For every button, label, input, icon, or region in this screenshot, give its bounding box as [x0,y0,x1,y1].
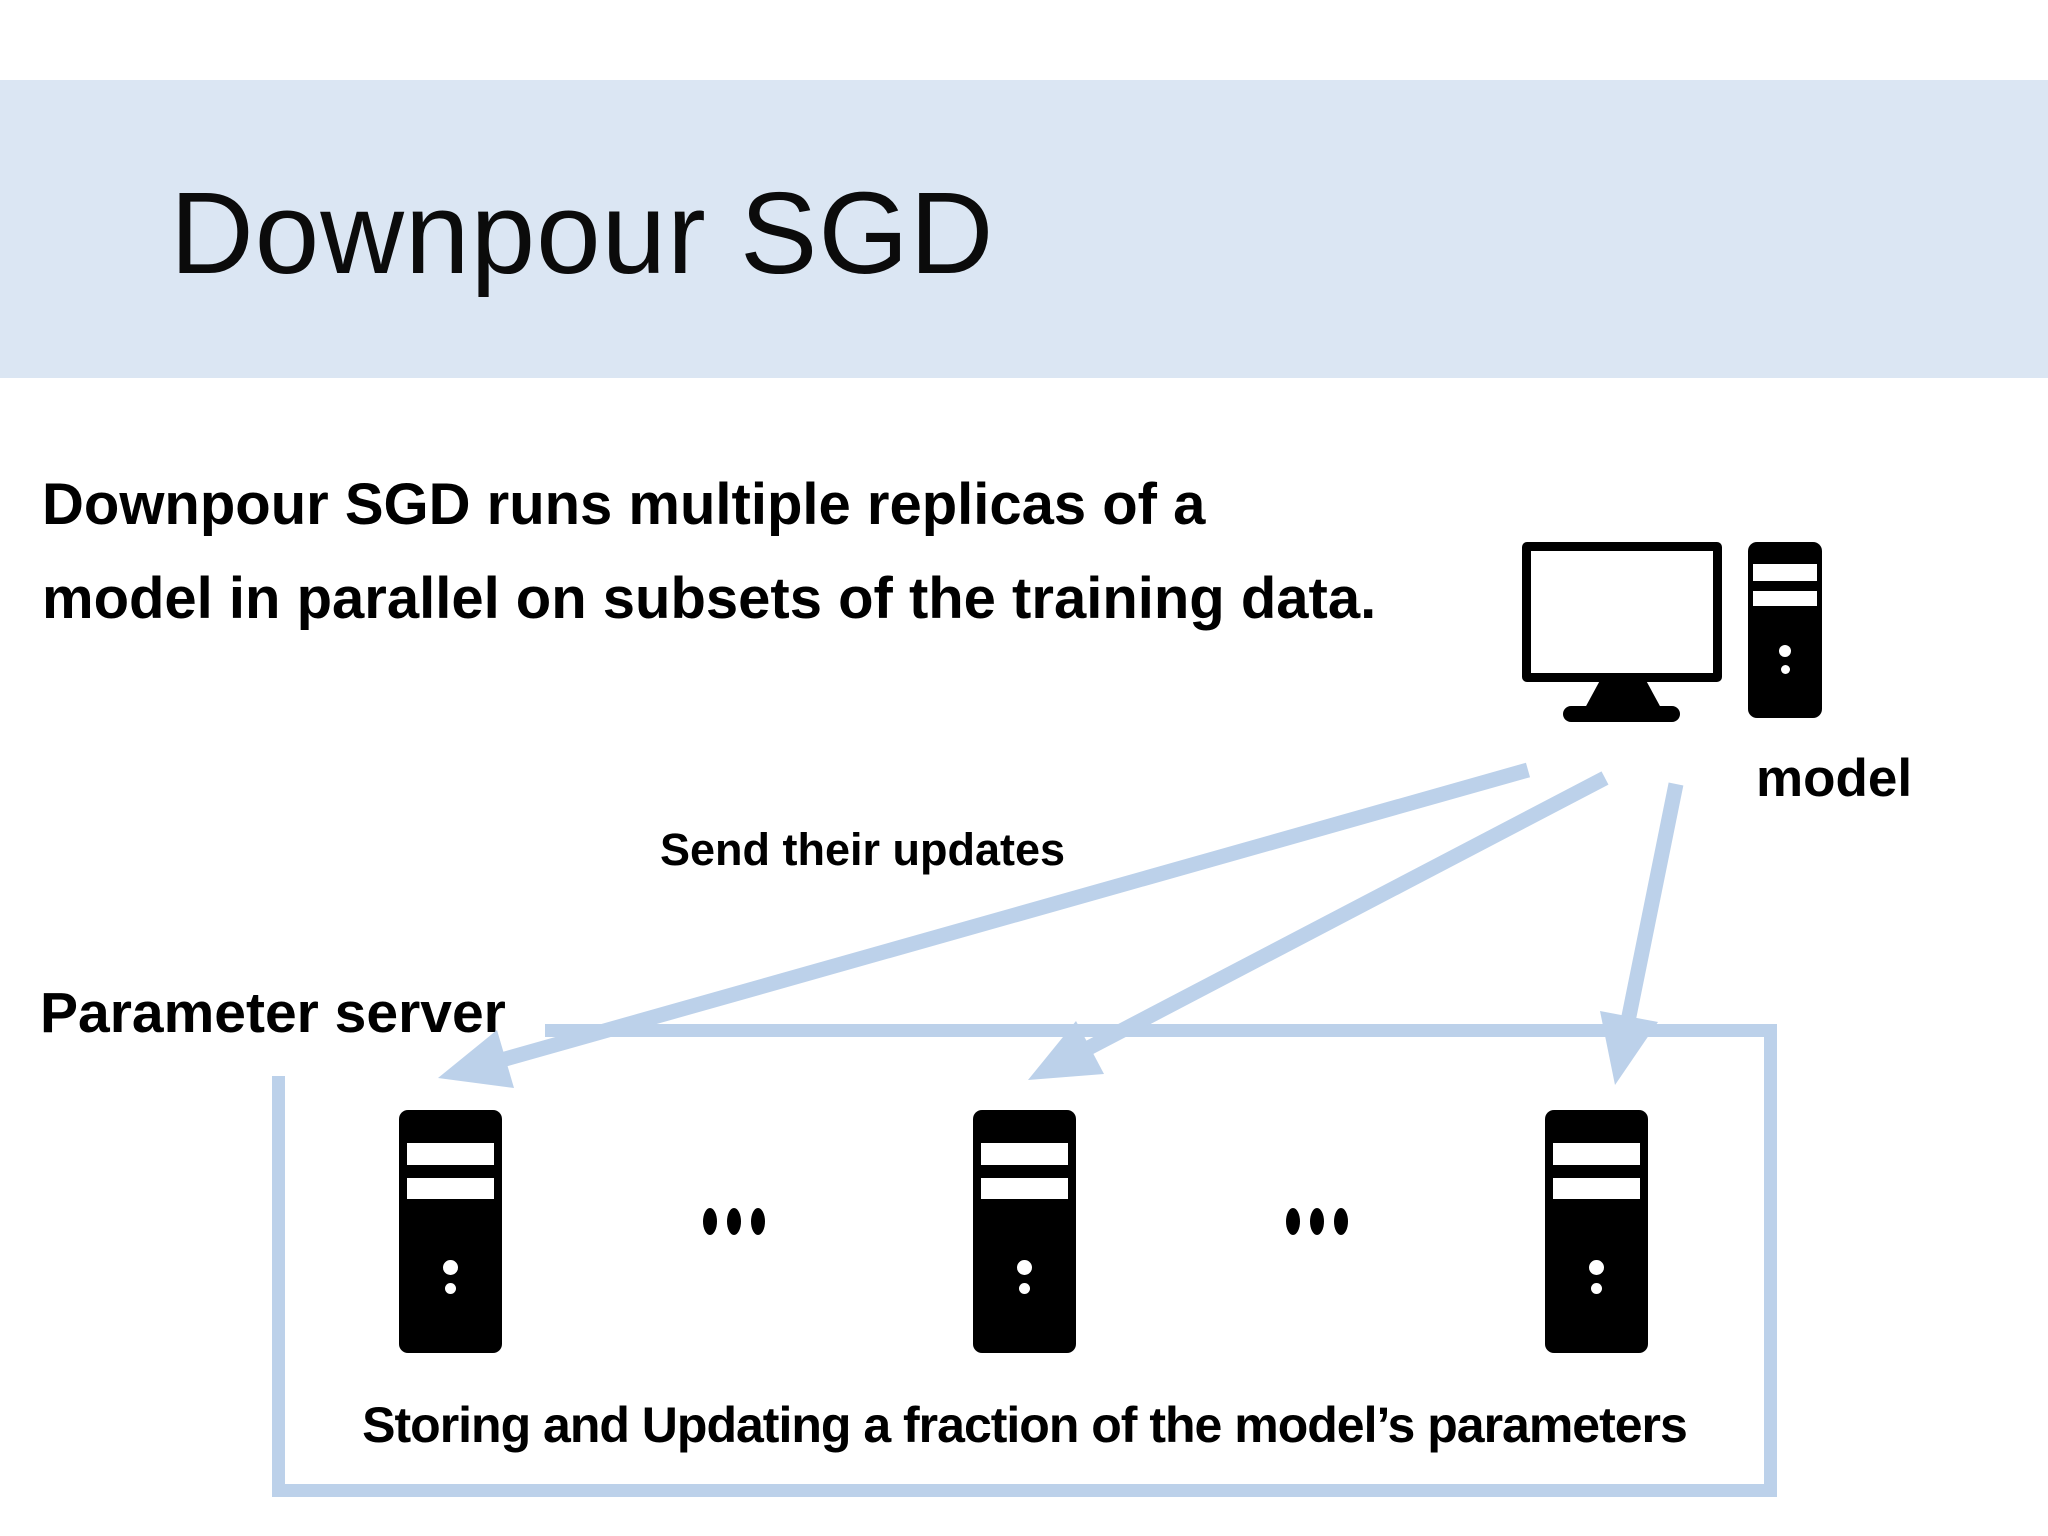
drive-bay-slot [1753,591,1817,606]
title-band [0,80,2048,378]
drive-bay-slot [407,1143,494,1165]
led-dot [1019,1283,1030,1294]
ellipsis-dot [751,1208,765,1235]
power-button-dot [1589,1260,1604,1275]
ellipsis-dot [1310,1208,1324,1235]
ellipsis-dot [1286,1208,1300,1235]
ellipsis-dot [1334,1208,1348,1235]
drive-bay-slot [1753,564,1817,581]
ellipsis-icon [703,1208,765,1235]
send-updates-label: Send their updates [660,824,1066,875]
drive-bay-slot [1553,1143,1640,1165]
slide-title: Downpour SGD [170,168,995,298]
ellipsis-dot [727,1208,741,1235]
power-button-dot [1779,645,1791,657]
drive-bay-slot [981,1178,1068,1199]
storage-caption: Storing and Updating a fraction of the m… [362,1397,1688,1453]
led-dot [1781,665,1790,674]
drive-bay-slot [1553,1178,1640,1199]
power-button-dot [1017,1260,1032,1275]
ellipsis-icon [1286,1208,1348,1235]
server-tower-icon [399,1110,502,1353]
model-label: model [1756,749,1913,808]
monitor-stand-base [1563,706,1680,722]
ellipsis-dot [703,1208,717,1235]
monitor-icon [1522,542,1722,682]
body-line-2: model in parallel on subsets of the trai… [42,566,1377,631]
drive-bay-slot [407,1178,494,1199]
parameter-server-label: Parameter server [40,981,506,1045]
monitor-stand-neck [1585,680,1661,708]
body-paragraph: Downpour SGD runs multiple replicas of a… [42,458,1542,646]
power-button-dot [443,1260,458,1275]
server-tower-icon [973,1110,1076,1353]
computer-tower-icon [1748,542,1822,718]
drive-bay-slot [981,1143,1068,1165]
led-dot [445,1283,456,1294]
led-dot [1591,1283,1602,1294]
server-tower-icon [1545,1110,1648,1353]
body-line-1: Downpour SGD runs multiple replicas of a [42,472,1206,537]
